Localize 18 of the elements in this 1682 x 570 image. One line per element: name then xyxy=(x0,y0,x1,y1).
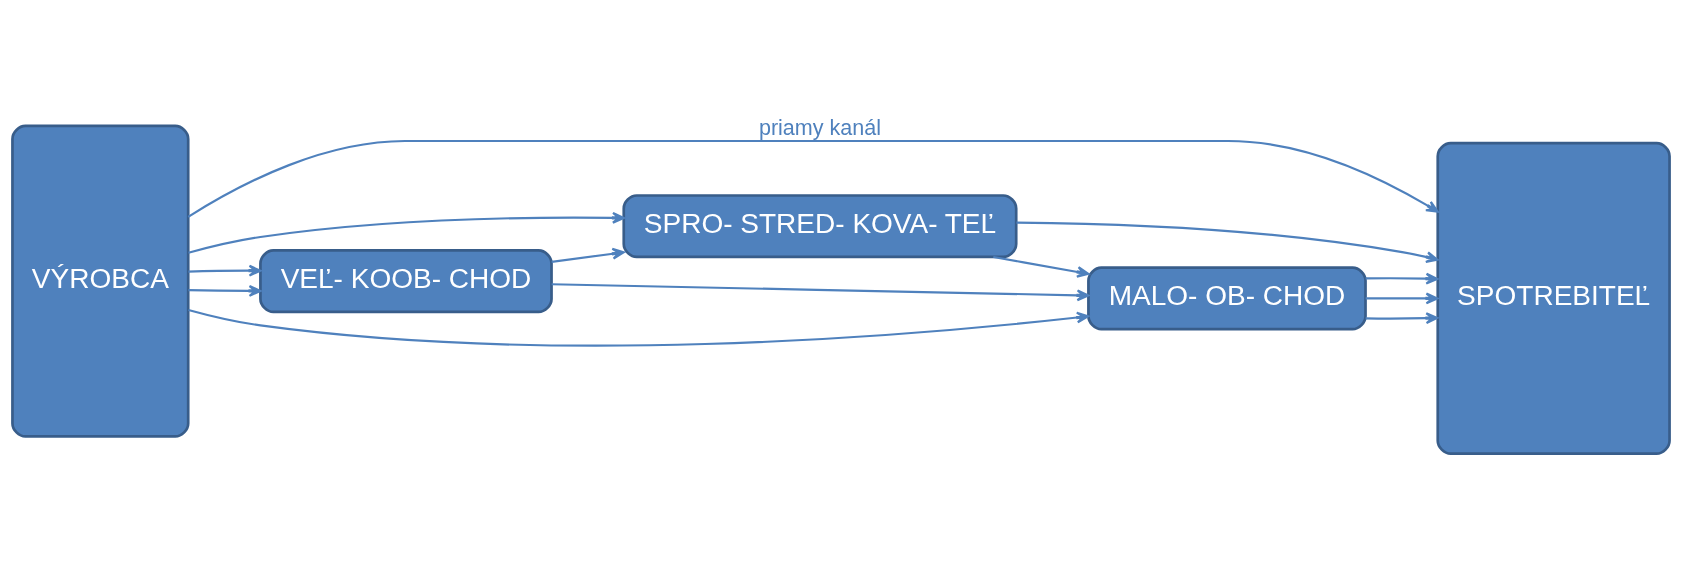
node-box: VÝROBCA xyxy=(11,124,190,438)
arrow xyxy=(551,282,1090,301)
arrow xyxy=(1365,272,1439,285)
arrow xyxy=(188,308,1090,347)
arrow xyxy=(188,284,262,297)
arrow xyxy=(188,264,262,277)
arrow xyxy=(993,255,1090,278)
arrow xyxy=(551,247,625,263)
node-box: MALO- OB- CHOD xyxy=(1087,265,1367,330)
arrow xyxy=(1016,221,1439,263)
arrow xyxy=(1365,311,1439,324)
edge-label: priamy kanál xyxy=(758,114,882,140)
node-box: SPRO- STRED- KOVA- TEĽ xyxy=(622,193,1018,258)
arrow xyxy=(187,139,1439,218)
arrow xyxy=(188,211,625,254)
node-box: SPOTREBITEĽ xyxy=(1436,141,1671,455)
node-box: VEĽ- KOOB- CHOD xyxy=(259,248,553,313)
arrow xyxy=(1365,292,1439,304)
